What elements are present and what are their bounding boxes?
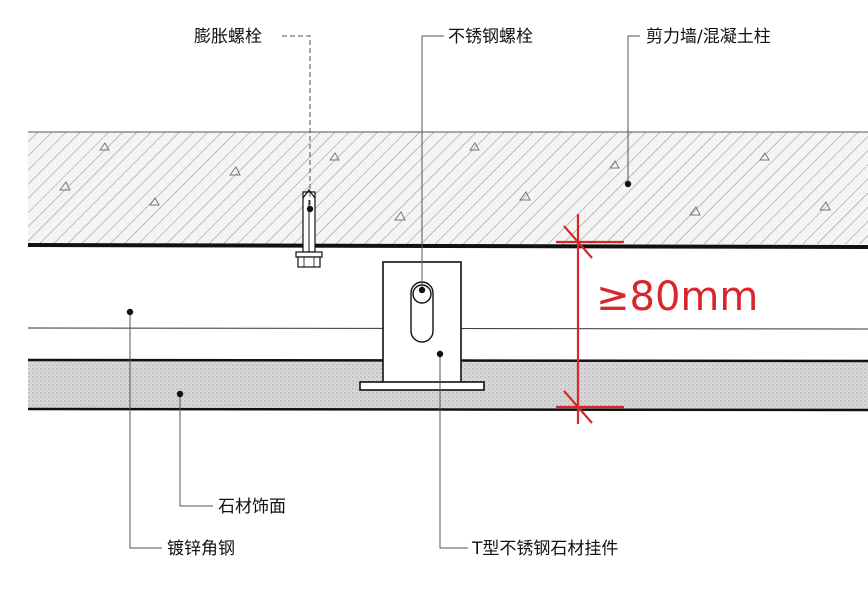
dimension-marker <box>556 214 624 424</box>
shear-wall <box>28 131 868 244</box>
galvanized-angle-label: 镀锌角钢 <box>167 539 235 559</box>
stainless-bolt-label: 不锈钢螺栓 <box>448 27 533 47</box>
t-hanger-label: T型不锈钢石材挂件 <box>471 539 618 559</box>
dimension-label: ≥80mm <box>596 274 758 320</box>
aggregate-marks <box>59 142 831 221</box>
leader-dots <box>126 180 632 398</box>
wall-face-line <box>27 243 868 249</box>
stone-finish-label: 石材饰面 <box>218 497 286 517</box>
shear-wall-label: 剪力墙/混凝土柱 <box>646 27 771 47</box>
expansion-bolt-label: 膨胀螺栓 <box>194 27 262 47</box>
leader-lines <box>129 35 640 549</box>
